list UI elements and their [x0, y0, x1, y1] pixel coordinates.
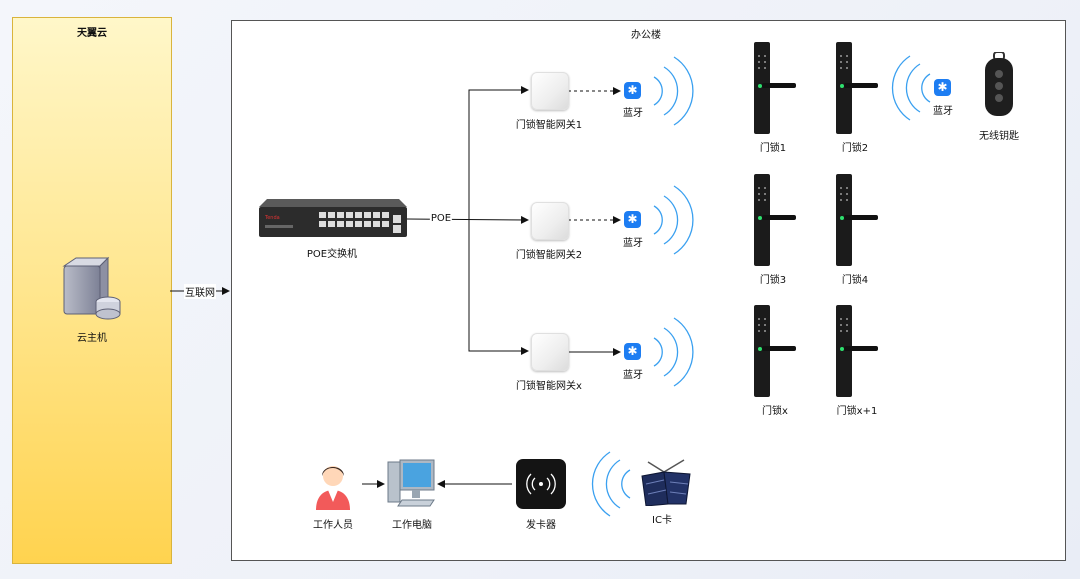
gateway-label: 门锁智能网关x: [516, 381, 582, 392]
gateway-icon: [531, 202, 569, 240]
signal-wave-icon: [591, 451, 631, 517]
cloud-title: 天翼云: [77, 28, 107, 39]
signal-wave-icon: [653, 56, 694, 126]
signal-wave-icon: [891, 55, 931, 121]
card-reader-icon: [516, 459, 566, 509]
building-title: 办公楼: [631, 30, 661, 41]
door-lock-icon: [754, 305, 796, 397]
poe-label: POE: [429, 213, 453, 224]
door-lock-label: 门锁x+1: [836, 406, 878, 417]
door-lock-label: 门锁4: [841, 275, 869, 286]
staff-label: 工作人员: [313, 520, 353, 531]
bluetooth-icon: ✱: [624, 82, 641, 99]
door-lock-icon: [836, 305, 878, 397]
door-lock-icon: [836, 174, 878, 266]
door-lock-label: 门锁x: [762, 406, 788, 417]
card-label: IC卡: [652, 515, 672, 526]
switch-label: POE交换机: [306, 249, 358, 260]
server-icon: [62, 256, 121, 320]
cloud-host-label: 云主机: [77, 333, 107, 344]
bluetooth-icon: ✱: [934, 79, 951, 96]
reader-label: 发卡器: [526, 520, 556, 531]
car-key-icon: [985, 52, 1013, 116]
bluetooth-label: 蓝牙: [623, 238, 643, 249]
computer-icon: [387, 459, 435, 507]
key-bluetooth-label: 蓝牙: [933, 106, 953, 117]
signal-wave-icon: [653, 185, 694, 255]
bluetooth-icon: ✱: [624, 211, 641, 228]
door-lock-icon: [754, 174, 796, 266]
key-label: 无线钥匙: [979, 131, 1019, 142]
door-lock-icon: [754, 42, 796, 134]
internet-label: 互联网: [184, 284, 216, 299]
gateway-label: 门锁智能网关2: [515, 250, 583, 261]
door-lock-icon: [836, 42, 878, 134]
bluetooth-label: 蓝牙: [623, 370, 643, 381]
gateway-icon: [531, 72, 569, 110]
gateway-label: 门锁智能网关1: [515, 120, 583, 131]
ic-card-icon: [641, 459, 691, 506]
office-building-container: [231, 20, 1066, 561]
person-icon: [316, 466, 350, 510]
door-lock-label: 门锁3: [759, 275, 787, 286]
svg-text:Tenda: Tenda: [264, 215, 280, 221]
door-lock-label: 门锁1: [759, 143, 787, 154]
signal-wave-icon: [653, 317, 694, 387]
door-lock-label: 门锁2: [841, 143, 869, 154]
pc-label: 工作电脑: [392, 520, 432, 531]
bluetooth-icon: ✱: [624, 343, 641, 360]
bluetooth-label: 蓝牙: [623, 108, 643, 119]
gateway-icon: [531, 333, 569, 371]
switch-icon: Tenda: [259, 199, 407, 237]
